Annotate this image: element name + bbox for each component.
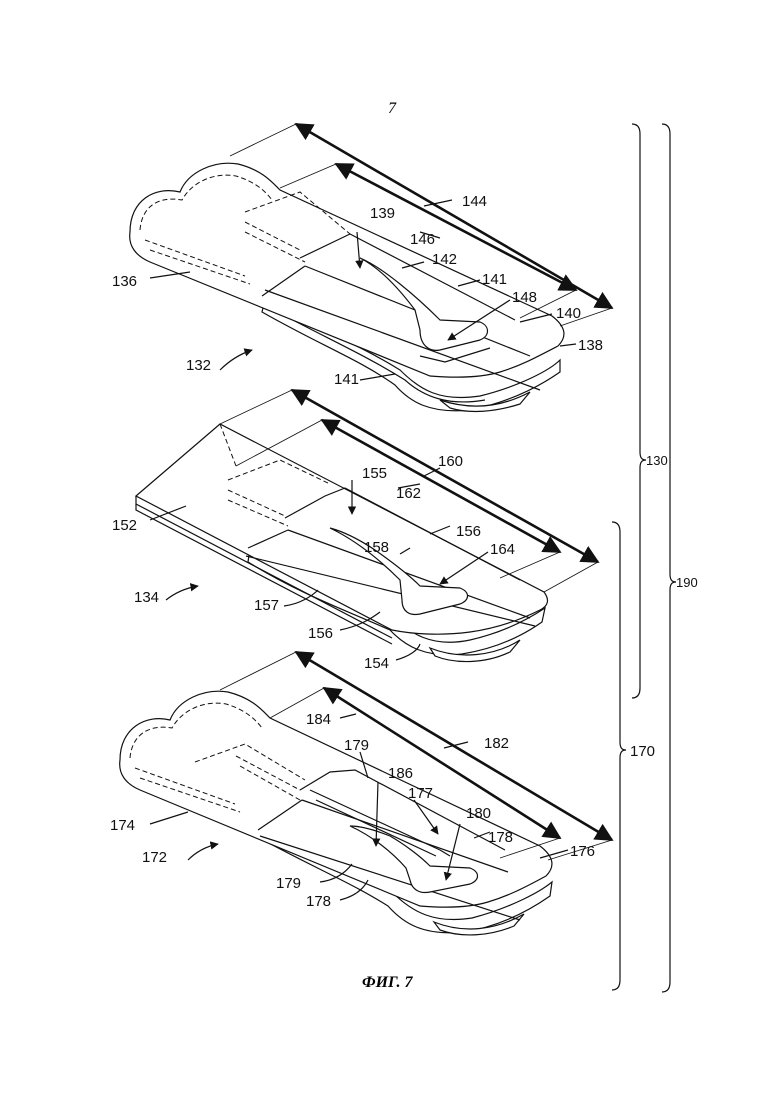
label-179-upper: 179 bbox=[344, 737, 369, 754]
bracket-130 bbox=[632, 124, 646, 698]
figure-caption: ФИГ. 7 bbox=[362, 974, 413, 992]
label-134: 134 bbox=[134, 589, 159, 606]
label-184: 184 bbox=[306, 711, 331, 728]
page-number: 7 bbox=[388, 100, 396, 118]
label-139: 139 bbox=[370, 205, 395, 222]
label-141-upper: 141 bbox=[482, 271, 507, 288]
brackets: 130 170 190 bbox=[612, 124, 698, 992]
label-177: 177 bbox=[408, 785, 433, 802]
label-162: 162 bbox=[396, 485, 421, 502]
label-190: 190 bbox=[676, 575, 698, 590]
label-164: 164 bbox=[490, 541, 515, 558]
label-160: 160 bbox=[438, 453, 463, 470]
label-141-lower: 141 bbox=[334, 371, 359, 388]
label-144: 144 bbox=[462, 193, 487, 210]
label-179-lower: 179 bbox=[276, 875, 301, 892]
label-154: 154 bbox=[364, 655, 389, 672]
label-140: 140 bbox=[556, 305, 581, 322]
label-176: 176 bbox=[570, 843, 595, 860]
label-158: 158 bbox=[364, 539, 389, 556]
bracket-170 bbox=[612, 522, 626, 990]
label-152: 152 bbox=[112, 517, 137, 534]
label-156-upper: 156 bbox=[456, 523, 481, 540]
label-138: 138 bbox=[578, 337, 603, 354]
assembly-134: 160 155 162 152 156 158 164 157 156 154 … bbox=[112, 390, 598, 672]
label-130: 130 bbox=[646, 453, 668, 468]
assembly-132: 139 144 146 142 141 148 136 140 138 141 … bbox=[112, 124, 612, 411]
label-174: 174 bbox=[110, 817, 135, 834]
label-180: 180 bbox=[466, 805, 491, 822]
label-172: 172 bbox=[142, 849, 167, 866]
label-170: 170 bbox=[630, 743, 655, 760]
label-146: 146 bbox=[410, 231, 435, 248]
label-182: 182 bbox=[484, 735, 509, 752]
label-186: 186 bbox=[388, 765, 413, 782]
bracket-190 bbox=[662, 124, 676, 992]
label-157: 157 bbox=[254, 597, 279, 614]
label-178-lower: 178 bbox=[306, 893, 331, 910]
label-156-lower: 156 bbox=[308, 625, 333, 642]
label-132: 132 bbox=[186, 357, 211, 374]
label-136: 136 bbox=[112, 273, 137, 290]
label-148: 148 bbox=[512, 289, 537, 306]
assembly-172: 184 182 179 186 177 180 174 178 176 179 … bbox=[110, 652, 612, 935]
label-178-upper: 178 bbox=[488, 829, 513, 846]
label-155: 155 bbox=[362, 465, 387, 482]
label-142: 142 bbox=[432, 251, 457, 268]
